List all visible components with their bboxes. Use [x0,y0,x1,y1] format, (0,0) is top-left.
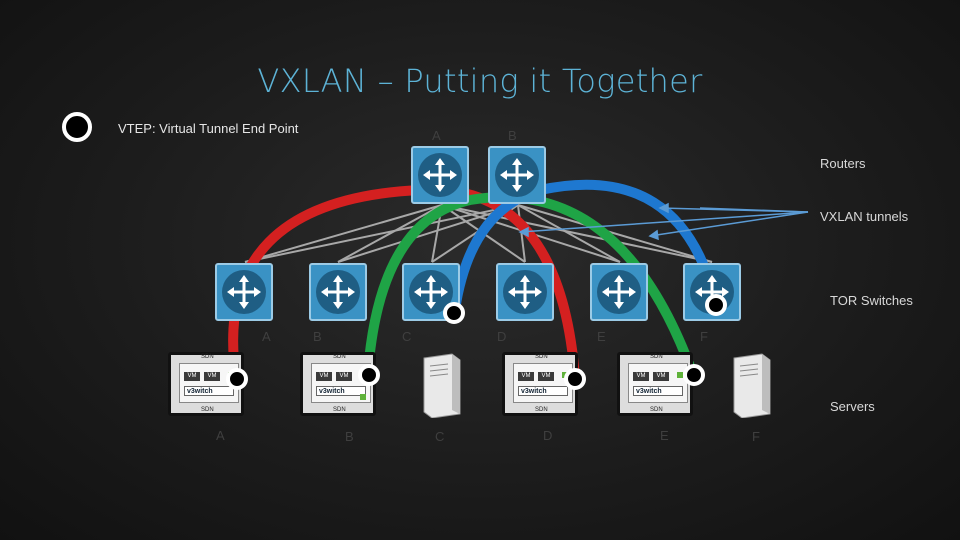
callout-servers: Servers [830,399,875,414]
sdn-bottom-label: SDN [333,407,346,413]
vm-1: VM [518,372,534,381]
juniper-router-icon [227,275,261,309]
router-b[interactable] [488,146,546,204]
sdn-top-label: SDN [333,354,346,360]
juniper-router-icon [321,275,355,309]
vm-1: VM [316,372,332,381]
vtep-legend-marker [62,112,92,142]
vswitch: v3witch [518,386,568,396]
vm-2: VM [653,372,669,381]
vm-2: VM [336,372,352,381]
tor-switch-e[interactable] [590,263,648,321]
server-label-c: C [435,429,445,444]
callout-vxlan-tunnels: VXLAN tunnels [820,209,909,224]
vm-1: VM [633,372,649,381]
vswitch: v3witch [316,386,366,396]
server-label-a: A [216,428,225,443]
vtep-legend-text: VTEP: Virtual Tunnel End Point [118,121,299,136]
sdn-top-label: SDN [201,354,214,360]
juniper-router-icon [602,275,636,309]
server-f-tower[interactable] [728,352,772,418]
server-label-d: D [543,428,553,443]
tunnel-blue [450,179,720,315]
server-d-host[interactable]: SDN VM VM v3witch SDN [502,352,578,416]
vtep-marker-server-a [226,368,248,390]
vtep-marker-server-e [683,364,705,386]
sdn-top-label: SDN [535,354,548,360]
router-a[interactable] [411,146,469,204]
tor-label-c: C [402,329,412,344]
sdn-bottom-label: SDN [535,407,548,413]
tor-label-f: F [700,329,708,344]
juniper-router-icon [423,158,457,192]
tor-label-d: D [497,329,507,344]
vswitch: v3witch [633,386,683,396]
tor-label-e: E [597,329,606,344]
vtep-marker-server-d [564,368,586,390]
vm-2: VM [204,372,220,381]
callout-routers: Routers [820,156,866,171]
vm-2: VM [538,372,554,381]
sdn-bottom-label: SDN [650,407,663,413]
callout-tor-switches: TOR Switches [830,293,913,308]
tor-switch-d[interactable] [496,263,554,321]
server-label-b: B [345,429,354,444]
sdn-bottom-label: SDN [201,407,214,413]
juniper-router-icon [500,158,534,192]
juniper-router-icon [414,275,448,309]
router-label-a: A [432,128,441,143]
vm-1: VM [184,372,200,381]
juniper-router-icon [508,275,542,309]
tor-label-a: A [262,329,271,344]
router-label-b: B [508,128,517,143]
tor-switch-a[interactable] [215,263,273,321]
sdn-top-label: SDN [650,354,663,360]
vtep-marker-server-b [358,364,380,386]
slide-title: VXLAN – Putting it Together [257,62,703,100]
server-label-f: F [752,429,760,444]
tunnel-callout-arrows [518,202,809,241]
server-a-host[interactable]: SDN VM VM v3witch SDN [168,352,244,416]
vswitch: v3witch [184,386,234,396]
vtep-marker-tor-f [705,294,727,316]
tor-switch-b[interactable] [309,263,367,321]
tor-label-b: B [313,329,322,344]
server-label-e: E [660,428,669,443]
server-e-host[interactable]: SDN VM VM v3witch SDN [617,352,693,416]
vtep-marker-tor-c [443,302,465,324]
server-c-tower[interactable] [418,352,462,418]
